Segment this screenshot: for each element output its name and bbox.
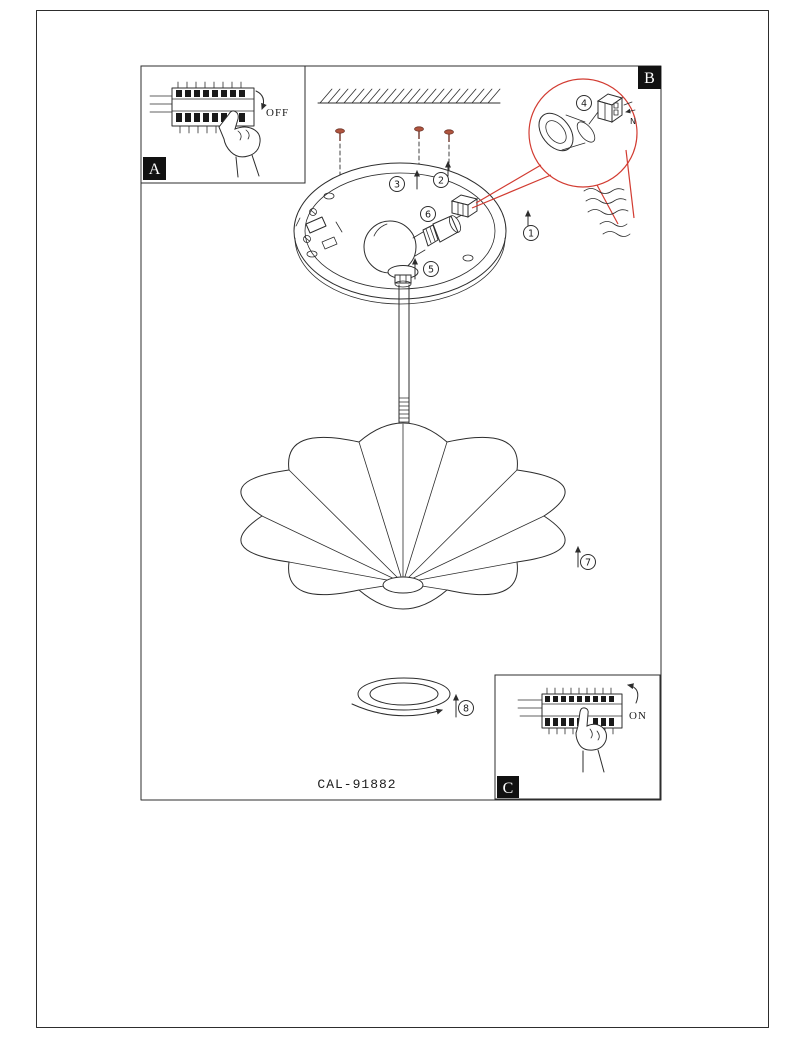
svg-text:5: 5 bbox=[428, 265, 434, 276]
twist-arrow-icon bbox=[351, 703, 443, 717]
callout-1: 1 bbox=[523, 225, 539, 241]
plate-inner-wall bbox=[304, 172, 496, 290]
plate-rim-thickness bbox=[294, 237, 506, 305]
callout-4: 4 bbox=[576, 95, 592, 111]
svg-text:6: 6 bbox=[425, 210, 431, 221]
callout-6: 6 bbox=[420, 206, 436, 222]
detail-lamp-socket bbox=[538, 111, 607, 152]
detail-circle bbox=[528, 78, 638, 188]
lampshade bbox=[240, 422, 566, 610]
svg-text:4: 4 bbox=[581, 99, 587, 110]
ceiling-hatch bbox=[317, 88, 501, 104]
inset-a-breaker-off: OFF A bbox=[140, 65, 306, 184]
inset-c-breaker-on: ON C bbox=[494, 674, 661, 800]
callout-3: 3 bbox=[389, 176, 405, 192]
breaker-modules bbox=[176, 90, 245, 122]
switch-off-arrow-icon bbox=[255, 90, 267, 110]
breaker-pins bbox=[546, 687, 612, 695]
supply-wires bbox=[149, 95, 173, 113]
light-bulb bbox=[363, 220, 439, 274]
svg-text:7: 7 bbox=[585, 558, 591, 569]
threaded-rod bbox=[398, 284, 410, 429]
breaker-dividers bbox=[171, 98, 255, 112]
detail-terminal-block bbox=[596, 93, 624, 123]
breaker-pins bbox=[177, 81, 242, 89]
switch-on-arrow-icon bbox=[627, 683, 639, 704]
callout-8: 8 bbox=[458, 700, 474, 716]
svg-text:1: 1 bbox=[528, 229, 534, 240]
terminal-block bbox=[450, 194, 479, 218]
callout-5: 5 bbox=[423, 261, 439, 277]
callout-7: 7 bbox=[580, 554, 596, 570]
detail-leader-lines bbox=[471, 149, 635, 225]
rod-hub bbox=[387, 265, 419, 288]
lampshade-folds bbox=[261, 423, 545, 591]
ceiling-plate bbox=[293, 162, 507, 305]
mounting-screw bbox=[335, 128, 345, 177]
inset-a-letter-plate bbox=[143, 157, 166, 180]
off-label: OFF bbox=[266, 107, 289, 119]
model-number: CAL-91882 bbox=[317, 777, 396, 792]
page-border bbox=[36, 10, 769, 1028]
terminal-n-label: N bbox=[630, 117, 636, 126]
cable-clamp bbox=[295, 208, 343, 250]
inset-b-letter: B bbox=[644, 70, 655, 87]
inset-c-letter: C bbox=[503, 780, 514, 797]
svg-text:2: 2 bbox=[438, 176, 444, 187]
on-label: ON bbox=[629, 710, 647, 722]
wire-insert-arrows bbox=[624, 101, 636, 112]
breaker-modules bbox=[545, 696, 614, 726]
mounting-screws bbox=[335, 126, 454, 177]
svg-text:8: 8 bbox=[463, 704, 469, 715]
callout-2: 2 bbox=[433, 172, 449, 188]
callouts: 1 2 3 4 5 6 7 8 bbox=[389, 95, 596, 718]
mains-wires bbox=[583, 188, 631, 237]
supply-wires bbox=[517, 699, 543, 717]
inset-a-letter: A bbox=[149, 161, 161, 178]
inset-b-letter-plate bbox=[638, 66, 661, 89]
mounting-screw bbox=[444, 129, 454, 173]
ring-inner bbox=[369, 682, 439, 706]
detail-view-b: N bbox=[471, 78, 638, 237]
inset-c-letter-plate bbox=[497, 776, 519, 798]
finial-ring bbox=[351, 677, 451, 717]
hand-icon bbox=[218, 110, 261, 178]
plate-holes bbox=[306, 192, 474, 262]
breaker-body bbox=[171, 87, 255, 127]
main-diagram-box bbox=[140, 65, 662, 801]
lampshade-hub bbox=[382, 576, 424, 594]
mounting-screw bbox=[414, 126, 424, 167]
svg-text:3: 3 bbox=[394, 180, 400, 191]
breaker-panel-icon bbox=[517, 687, 623, 735]
hand-icon bbox=[575, 707, 607, 773]
breaker-panel-icon bbox=[149, 81, 255, 134]
